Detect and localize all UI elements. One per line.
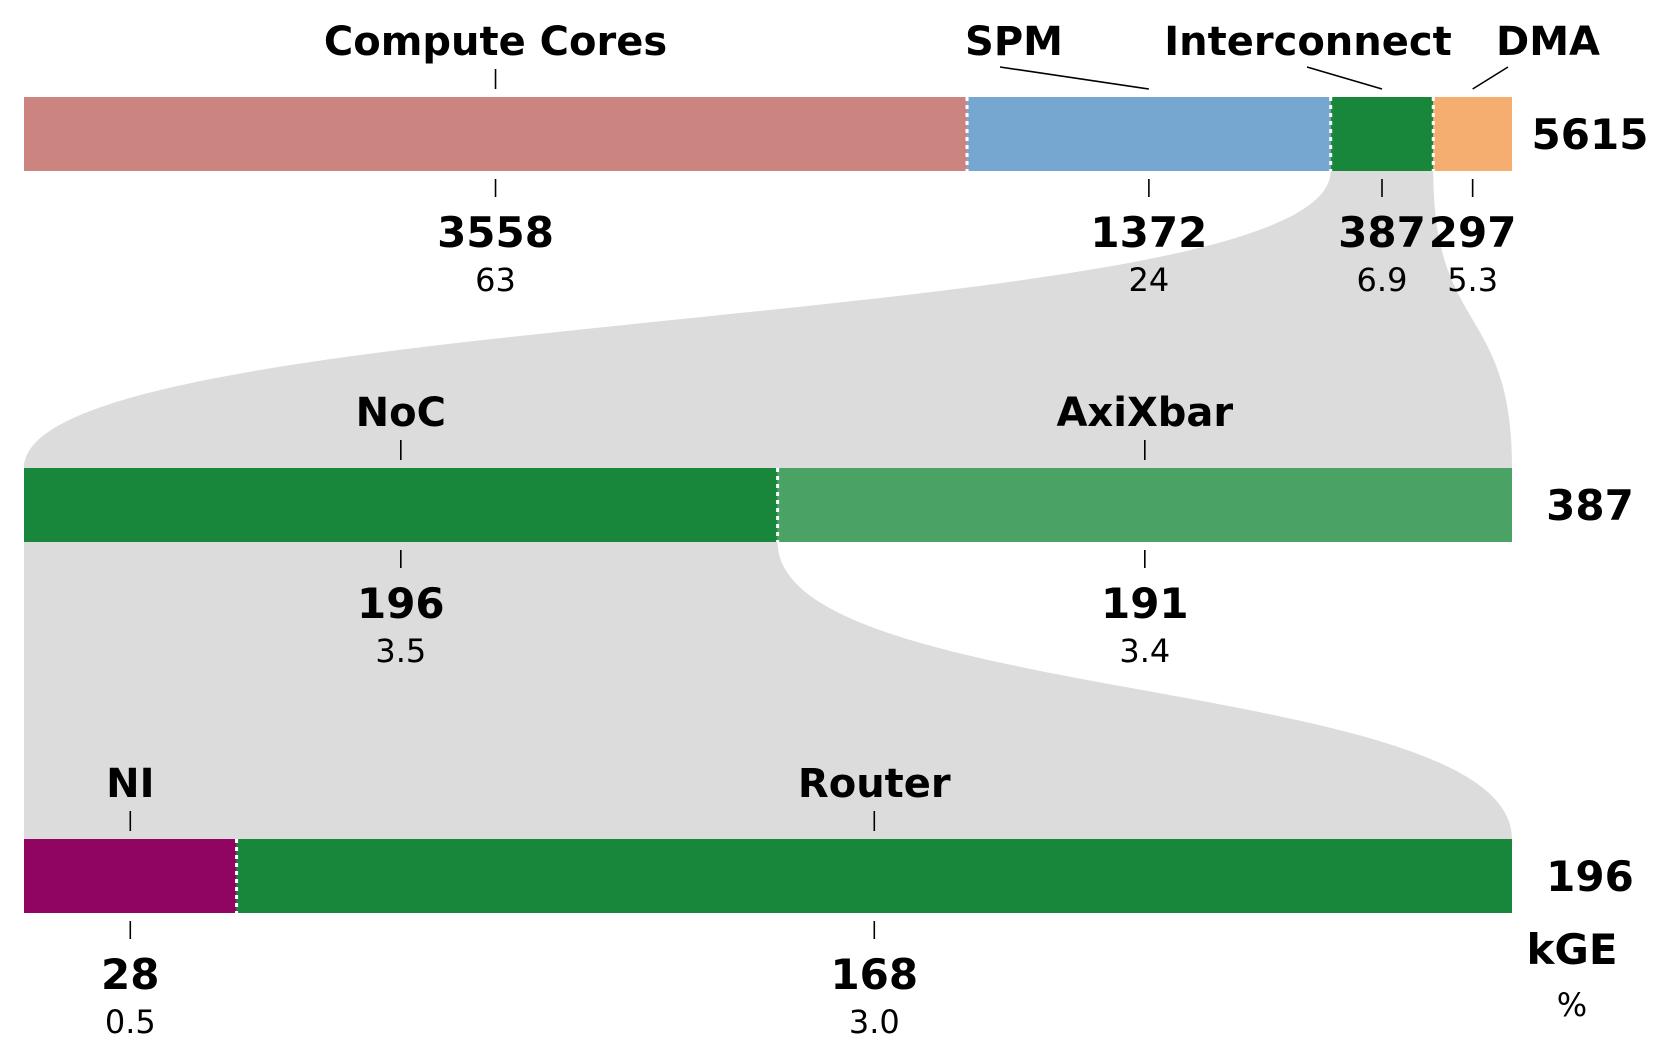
unit-label-percent: % [1557,986,1587,1024]
segment-name-noc: NoC [356,390,446,436]
segment-percent-axixbar: 3.4 [1119,632,1170,670]
connectors [24,171,1512,839]
connector-level-2 [24,542,1512,839]
segment-name-spm: SPM [965,19,1063,65]
segment-percent-dma: 5.3 [1447,261,1498,299]
segment-name-axixbar: AxiXbar [1056,390,1233,436]
segment-name-compute-cores: Compute Cores [324,19,667,65]
segment-percent-router: 3.0 [849,1003,900,1041]
bar-segment-dma [1433,97,1512,171]
leader-line-interconnect [1306,66,1383,90]
segment-value-ni: 28 [101,950,159,999]
bar-segment-spm [967,97,1331,171]
leader-line-dma [1472,66,1509,90]
level-total-2: 196 [1546,852,1634,901]
bar-segment-compute-cores [24,97,968,171]
segment-percent-interconnect: 6.9 [1357,261,1408,299]
bar-segment-router [236,839,1513,913]
segment-value-compute-cores: 3558 [437,208,554,257]
segment-percent-spm: 24 [1129,261,1170,299]
connector-level-1 [24,171,1512,468]
segment-value-interconnect: 387 [1338,208,1426,257]
unit-label-kge: kGE [1526,925,1617,974]
segment-percent-ni: 0.5 [105,1003,156,1041]
segment-value-spm: 1372 [1090,208,1207,257]
bar-segment-interconnect [1330,97,1434,171]
segment-value-axixbar: 191 [1101,579,1189,628]
segment-value-dma: 297 [1429,208,1517,257]
bar-segment-axixbar [777,468,1512,542]
bars [24,97,1513,913]
bar-segment-ni [24,839,237,913]
level-total-0: 5615 [1532,110,1649,159]
segment-value-router: 168 [830,950,918,999]
segment-name-dma: DMA [1496,19,1600,65]
segment-percent-compute-cores: 63 [475,261,516,299]
segment-value-noc: 196 [357,579,445,628]
bar-segment-noc [24,468,778,542]
segment-name-ni: NI [106,761,154,807]
labels: Compute Cores 3558 63 SPM 1372 24 Interconnect… [101,19,1648,1041]
segment-name-router: Router [798,761,951,807]
segment-name-interconnect: Interconnect [1164,19,1451,65]
segment-percent-noc: 3.5 [375,632,426,670]
level-total-1: 387 [1546,481,1634,530]
leader-line-spm [999,66,1149,90]
